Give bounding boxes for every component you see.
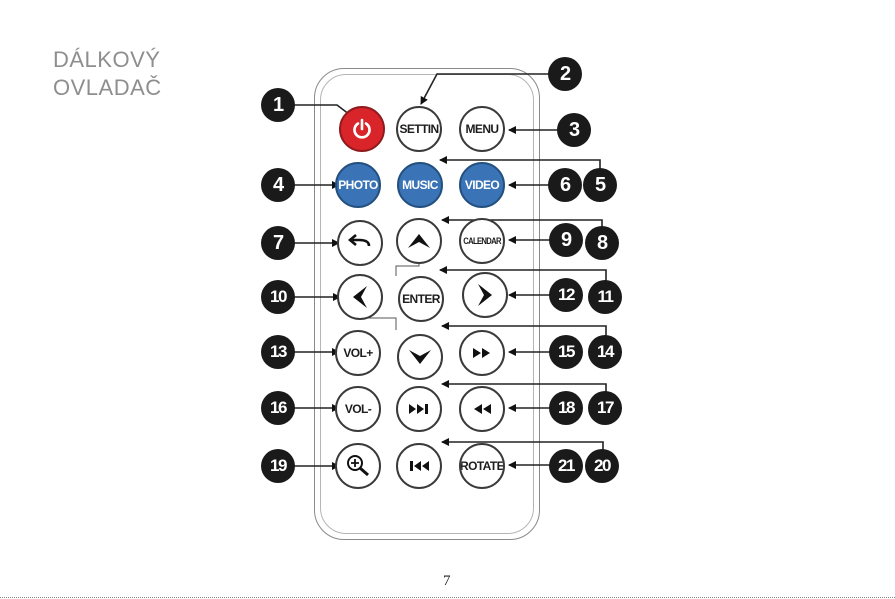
back-button[interactable] [337,220,383,266]
page-number: 7 [443,573,451,590]
chevron-up-icon [406,230,432,252]
vol-up-button[interactable]: VOL+ [335,330,381,376]
photo-label: PHOTO [338,178,377,192]
enter-label: ENTER [402,292,440,306]
callout-21: 21 [549,449,583,483]
rotate-label: ROTATE [460,459,504,473]
connector-left-down [366,318,396,330]
video-button[interactable]: VIDEO [459,162,505,208]
calendar-button[interactable]: CALENDAR [459,218,505,264]
calendar-label: CALENDAR [463,236,500,246]
callout-9: 9 [549,223,583,257]
setting-label: SETTIN [399,122,438,136]
callout-4: 4 [261,168,295,202]
menu-label: MENU [466,122,499,136]
vol-down-label: VOL- [345,402,371,416]
up-button[interactable] [396,218,442,264]
back-arrow-icon [347,233,373,253]
enter-button[interactable]: ENTER [398,276,444,322]
callout-13: 13 [261,335,295,369]
callout-10: 10 [261,280,295,314]
zoom-in-icon [345,453,371,479]
skip-previous-icon [408,460,430,472]
chevron-left-icon [349,284,371,310]
leader-2 [421,74,562,104]
previous-button[interactable] [396,443,442,489]
rewind-icon [472,403,492,415]
chevron-down-icon [407,346,433,368]
music-label: MUSIC [402,178,438,192]
vol-down-button[interactable]: VOL- [335,386,381,432]
page-bottom-divider [0,597,895,598]
left-button[interactable] [337,274,383,320]
callout-12: 12 [549,278,583,312]
callout-19: 19 [261,449,295,483]
callout-2: 2 [548,57,582,91]
right-button[interactable] [462,272,508,318]
photo-button[interactable]: PHOTO [335,162,381,208]
power-button[interactable] [339,106,385,152]
callout-16: 16 [261,391,295,425]
callout-15: 15 [549,335,583,369]
rotate-button[interactable]: ROTATE [459,443,505,489]
callout-8: 8 [585,226,619,260]
zoom-button[interactable] [335,443,381,489]
callout-7: 7 [261,226,295,260]
callout-11: 11 [588,280,622,314]
callout-3: 3 [557,113,591,147]
callout-14: 14 [588,335,622,369]
chevron-right-icon [474,282,496,308]
vol-up-label: VOL+ [343,346,372,360]
callout-1: 1 [261,88,295,122]
music-button[interactable]: MUSIC [397,162,443,208]
rewind-button[interactable] [459,386,505,432]
fast-forward-button[interactable] [459,330,505,376]
skip-next-icon [408,403,430,415]
next-button[interactable] [396,386,442,432]
video-label: VIDEO [465,178,499,192]
callout-5: 5 [583,168,617,202]
power-icon [350,117,374,141]
callout-6: 6 [548,168,582,202]
down-button[interactable] [397,334,443,380]
fast-forward-icon [472,347,492,359]
callout-17: 17 [588,391,622,425]
setting-button[interactable]: SETTIN [396,106,442,152]
callout-20: 20 [585,449,619,483]
menu-button[interactable]: MENU [459,106,505,152]
callout-18: 18 [549,391,583,425]
